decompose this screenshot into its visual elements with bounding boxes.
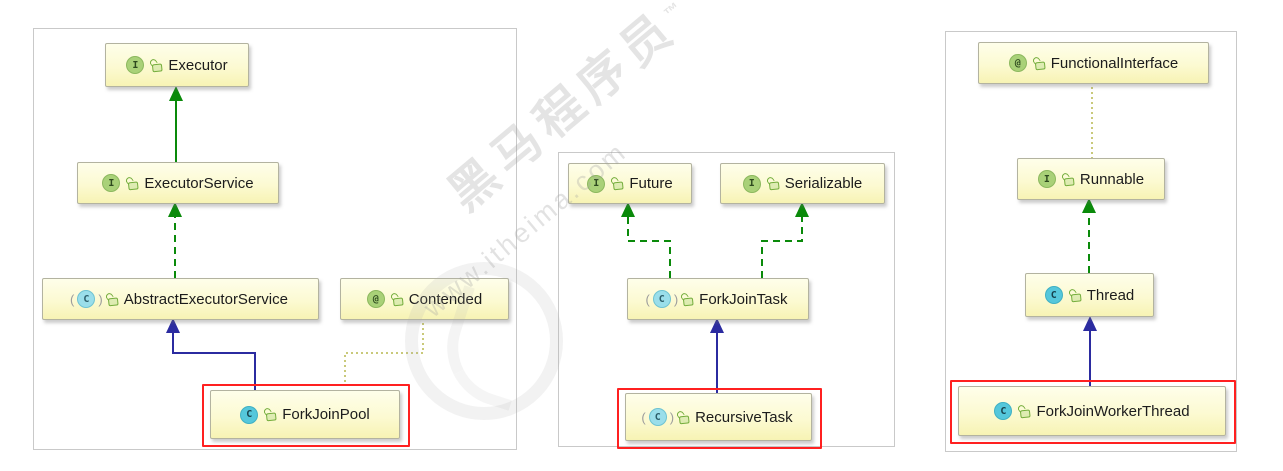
node-label: ForkJoinTask bbox=[699, 290, 788, 308]
lock-icon bbox=[1018, 404, 1031, 418]
node-runnable[interactable]: I Runnable bbox=[1017, 158, 1165, 200]
lock-icon bbox=[390, 292, 403, 306]
lock-icon bbox=[150, 58, 163, 72]
interface-icon: I bbox=[1037, 170, 1056, 188]
node-label: ForkJoinPool bbox=[282, 406, 370, 423]
node-label: Executor bbox=[168, 56, 228, 74]
node-executorservice[interactable]: I ExecutorService bbox=[77, 162, 279, 204]
node-serializable[interactable]: I Serializable bbox=[720, 163, 885, 204]
interface-icon: I bbox=[742, 174, 761, 193]
lock-icon bbox=[766, 176, 779, 190]
lock-icon bbox=[126, 176, 139, 190]
node-recursivetask[interactable]: ( C ) RecursiveTask bbox=[625, 393, 812, 441]
lock-icon bbox=[1068, 288, 1081, 302]
lock-icon bbox=[1061, 172, 1074, 186]
node-label: Contended bbox=[408, 290, 483, 308]
annotation-icon: @ bbox=[1008, 54, 1027, 72]
lock-icon bbox=[1032, 56, 1045, 70]
class-icon: C bbox=[1044, 286, 1063, 304]
node-label: ForkJoinWorkerThread bbox=[1036, 402, 1190, 420]
node-forkjoinworkerthread[interactable]: C ForkJoinWorkerThread bbox=[958, 386, 1226, 436]
node-label: RecursiveTask bbox=[695, 408, 793, 426]
node-label: ExecutorService bbox=[144, 174, 254, 192]
node-label: AbstractExecutorService bbox=[123, 290, 288, 308]
node-executor[interactable]: I Executor bbox=[105, 43, 249, 87]
node-abstractexecutorservice[interactable]: ( C ) AbstractExecutorService bbox=[42, 278, 319, 320]
node-label: Serializable bbox=[784, 175, 863, 192]
abstract-class-icon: ( bbox=[645, 291, 650, 307]
node-functionalinterface[interactable]: @ FunctionalInterface bbox=[978, 42, 1209, 84]
node-forkjointask[interactable]: ( C ) ForkJoinTask bbox=[627, 278, 809, 320]
abstract-class-icon: C bbox=[652, 290, 671, 308]
node-contended[interactable]: @ Contended bbox=[340, 278, 509, 320]
node-forkjoinpool[interactable]: C ForkJoinPool bbox=[210, 390, 400, 439]
lock-icon bbox=[681, 292, 694, 306]
abstract-class-icon: C bbox=[77, 290, 96, 308]
abstract-class-icon: ( bbox=[641, 409, 646, 425]
lock-icon bbox=[264, 407, 277, 421]
node-label: FunctionalInterface bbox=[1050, 54, 1179, 72]
abstract-class-icon: ( bbox=[70, 291, 75, 307]
interface-icon: I bbox=[102, 174, 121, 192]
interface-icon: I bbox=[587, 174, 606, 193]
lock-icon bbox=[676, 410, 689, 424]
lock-icon bbox=[105, 292, 118, 306]
interface-icon: I bbox=[126, 56, 145, 74]
lock-icon bbox=[611, 176, 624, 190]
panel-forkjoinpool-hierarchy bbox=[33, 28, 517, 450]
class-icon: C bbox=[240, 405, 259, 424]
node-label: Thread bbox=[1086, 286, 1135, 304]
abstract-class-icon: C bbox=[648, 408, 667, 426]
node-label: Future bbox=[629, 175, 673, 192]
class-icon: C bbox=[994, 402, 1013, 420]
node-thread[interactable]: C Thread bbox=[1025, 273, 1154, 317]
node-label: Runnable bbox=[1079, 170, 1145, 188]
node-future[interactable]: I Future bbox=[568, 163, 692, 204]
annotation-icon: @ bbox=[366, 290, 385, 308]
